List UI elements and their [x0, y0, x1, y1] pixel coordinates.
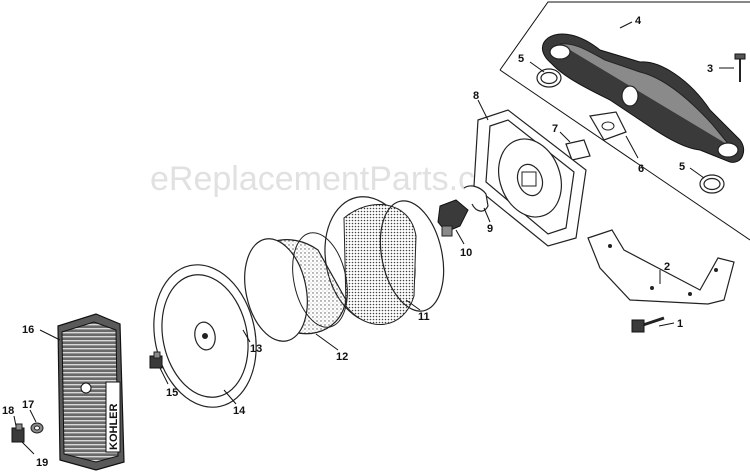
part-2-bracket: [587, 229, 735, 305]
callout-14: 14: [233, 405, 246, 417]
callout-2: 2: [664, 261, 670, 273]
callout-15: 15: [166, 387, 178, 399]
part-9-bracket: [463, 185, 489, 212]
callout-11: 11: [418, 311, 430, 323]
callout-6: 6: [638, 163, 644, 175]
callout-labels: 1 2 3 4 5 5 6 7 8 9 10 11 12 13 14 15 16…: [2, 15, 713, 469]
part-14-air-filter-element: [153, 264, 257, 408]
part-17-washer: [30, 422, 44, 434]
callout-4: 4: [635, 15, 642, 27]
part-10-breather-fitting: [437, 199, 469, 237]
callout-17: 17: [22, 399, 34, 411]
callout-10: 10: [460, 247, 472, 259]
callout-16: 16: [22, 324, 34, 336]
leader-lines: [13, 21, 734, 455]
callout-5-bottom: 5: [679, 161, 685, 173]
part-1-bolt: [631, 316, 665, 333]
callout-1: 1: [677, 318, 683, 330]
callout-18: 18: [2, 405, 14, 417]
part-15-knob: [149, 351, 163, 369]
callout-12: 12: [336, 351, 348, 363]
part-7-gasket: [565, 139, 591, 161]
callout-8: 8: [473, 90, 479, 102]
callout-19: 19: [36, 457, 48, 469]
brand-logo-text: KOHLER: [108, 404, 120, 451]
part-18-19-knob: [11, 423, 25, 443]
part-12-foam-precleaner: [244, 232, 348, 342]
part-16-air-cleaner-cover: KOHLER: [57, 313, 125, 471]
callout-3: 3: [707, 63, 713, 75]
callout-13: 13: [250, 343, 262, 355]
part-4-manifold-group: [499, 1, 750, 241]
callout-5-top: 5: [518, 53, 524, 65]
part-3-screw: [734, 53, 746, 82]
callout-9: 9: [487, 223, 493, 235]
callout-7: 7: [552, 123, 558, 135]
watermark-text: eReplacementParts.com: [150, 160, 522, 198]
